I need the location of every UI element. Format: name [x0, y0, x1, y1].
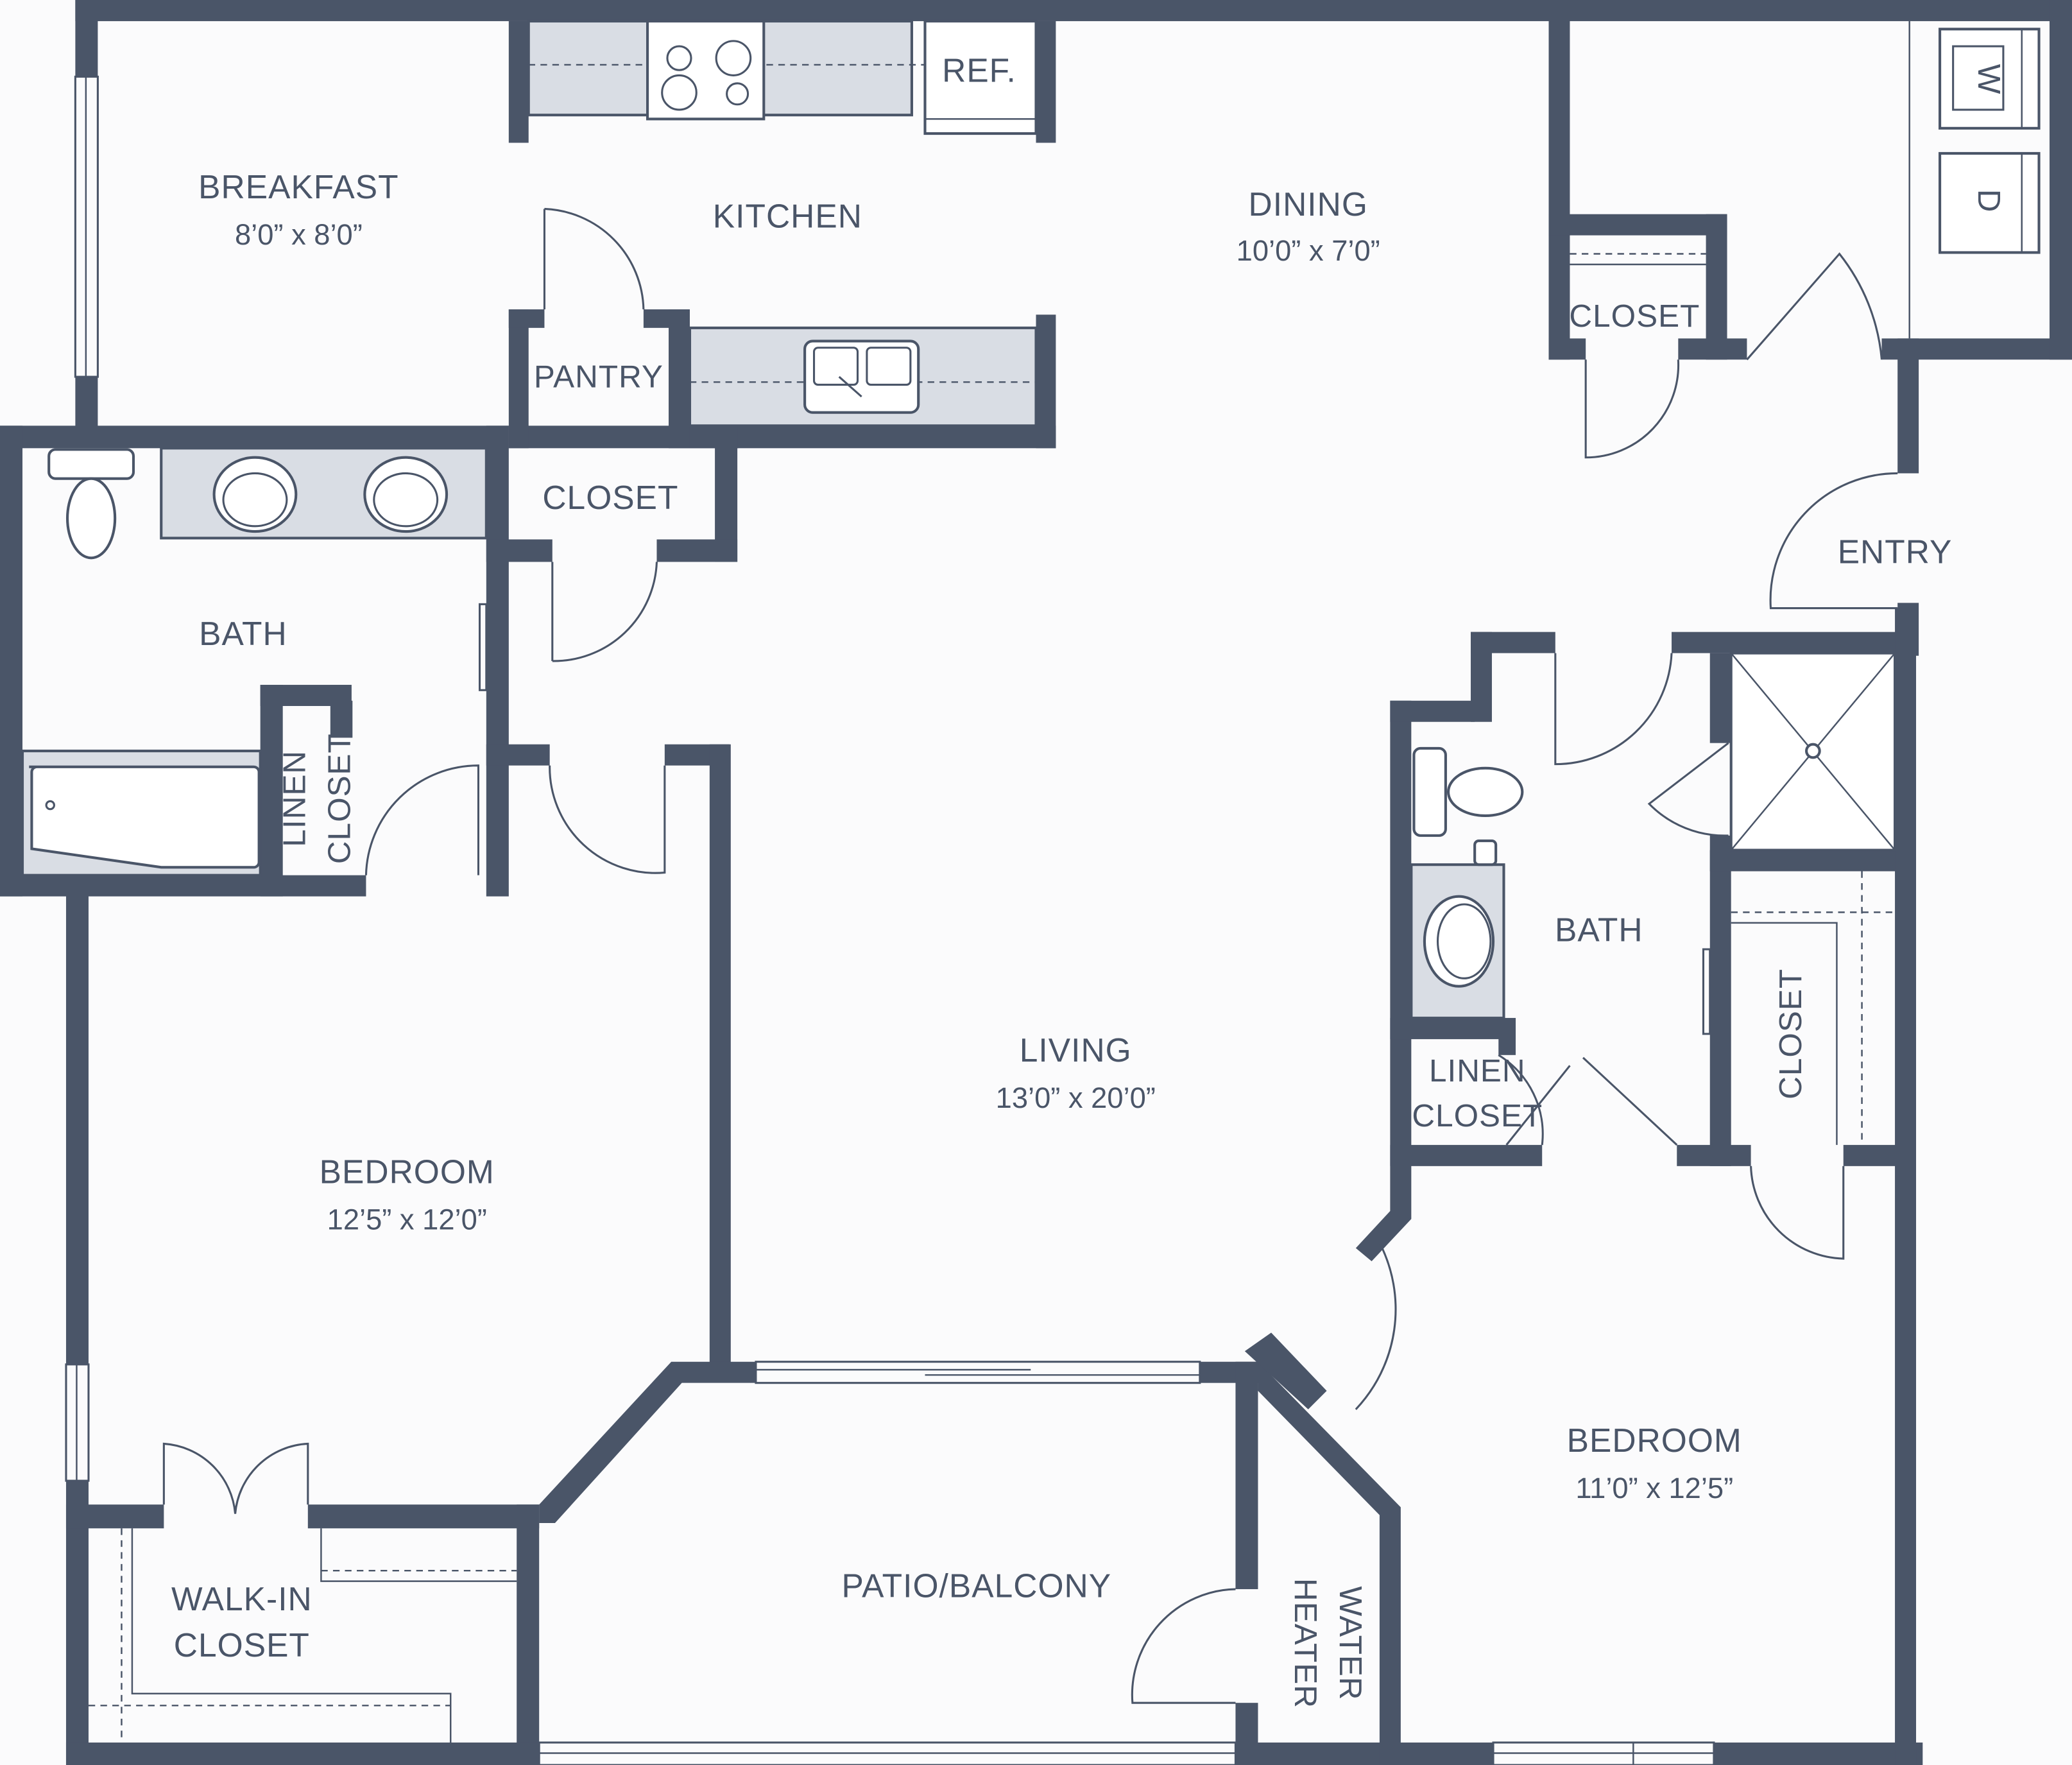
room-bedroom-right: BEDROOM [1567, 1422, 1742, 1459]
shower-door [1647, 742, 1729, 837]
sink-icon [212, 456, 298, 533]
bathtub-icon [29, 765, 261, 869]
room-bath-left: BATH [199, 615, 287, 652]
room-walkin-1: WALK-IN [171, 1580, 313, 1617]
room-living-size: 13’0” x 20’0” [996, 1081, 1156, 1114]
room-water-heater-1: WATER [1333, 1586, 1368, 1700]
closet-right-door [1750, 1166, 1845, 1260]
entry-door [1769, 472, 1898, 610]
dining-closet-door [1584, 359, 1680, 459]
room-pantry: PANTRY [534, 359, 664, 395]
room-linen-right-1: LINEN [1429, 1053, 1526, 1089]
room-closet-hall: CLOSET [542, 479, 678, 516]
sink-icon [1423, 895, 1495, 988]
linen-closet-right-door [1498, 1054, 1571, 1146]
dryer-label: D [1971, 189, 2007, 213]
bedroom-left-door [549, 765, 666, 874]
bath-right-entry-door [1582, 1056, 1678, 1146]
toilet-icon [1446, 766, 1524, 818]
sink-icon [363, 456, 449, 533]
toilet-tank-icon [47, 448, 135, 480]
left-bath-fixtures [21, 447, 488, 877]
refrigerator-icon [923, 19, 1038, 135]
room-living: LIVING [1020, 1031, 1132, 1069]
room-entry: ENTRY [1838, 533, 1953, 571]
windows [65, 75, 1715, 1765]
room-bedroom-left: BEDROOM [320, 1153, 495, 1191]
room-bedroom-left-size: 12’5” x 12’0” [327, 1203, 487, 1236]
room-kitchen: KITCHEN [713, 197, 862, 234]
right-bath-fixtures [1410, 651, 1897, 1145]
bath-right-door [1554, 653, 1673, 766]
room-breakfast-size: 8’0” x 8’0” [235, 218, 363, 251]
pantry-door [543, 207, 645, 310]
room-walkin-2: CLOSET [174, 1626, 310, 1664]
washer-label: W [1971, 64, 2007, 95]
room-linen-left-2: CLOSET [322, 733, 357, 864]
laundry-door [1746, 252, 1883, 361]
room-patio: PATIO/BALCONY [842, 1567, 1112, 1604]
room-bedroom-right-size: 11’0” x 12’5” [1575, 1472, 1733, 1504]
room-bath-right: BATH [1555, 911, 1643, 949]
hall-closet-door [551, 562, 658, 662]
room-linen-left-1: LINEN [277, 750, 313, 847]
laundry-fixtures [1570, 21, 2041, 339]
kitchen-fixtures [527, 19, 1038, 427]
room-linen-right-2: CLOSET [1412, 1098, 1543, 1133]
sink-icon [803, 340, 920, 414]
bath-left-door [364, 764, 480, 875]
water-heater-door [1131, 1588, 1236, 1704]
room-ref: REF. [942, 52, 1016, 89]
room-labels: BREAKFAST 8’0” x 8’0” KITCHEN REF. PANTR… [171, 52, 2007, 1709]
walkin-closet-doors [162, 1442, 309, 1514]
toilet-tank-icon [1412, 746, 1447, 837]
doors[interactable] [162, 207, 1898, 1704]
room-closet-dining: CLOSET [1569, 298, 1700, 334]
room-closet-right: CLOSET [1773, 969, 1808, 1099]
room-dining-size: 10’0” x 7’0” [1237, 234, 1380, 267]
bedroom-right-door [1355, 1242, 1397, 1410]
toilet-icon [65, 477, 117, 560]
closet-shelves [88, 1528, 517, 1743]
room-dining: DINING [1249, 185, 1368, 223]
room-water-heater-2: HEATER [1288, 1578, 1323, 1709]
room-breakfast: BREAKFAST [198, 168, 399, 205]
